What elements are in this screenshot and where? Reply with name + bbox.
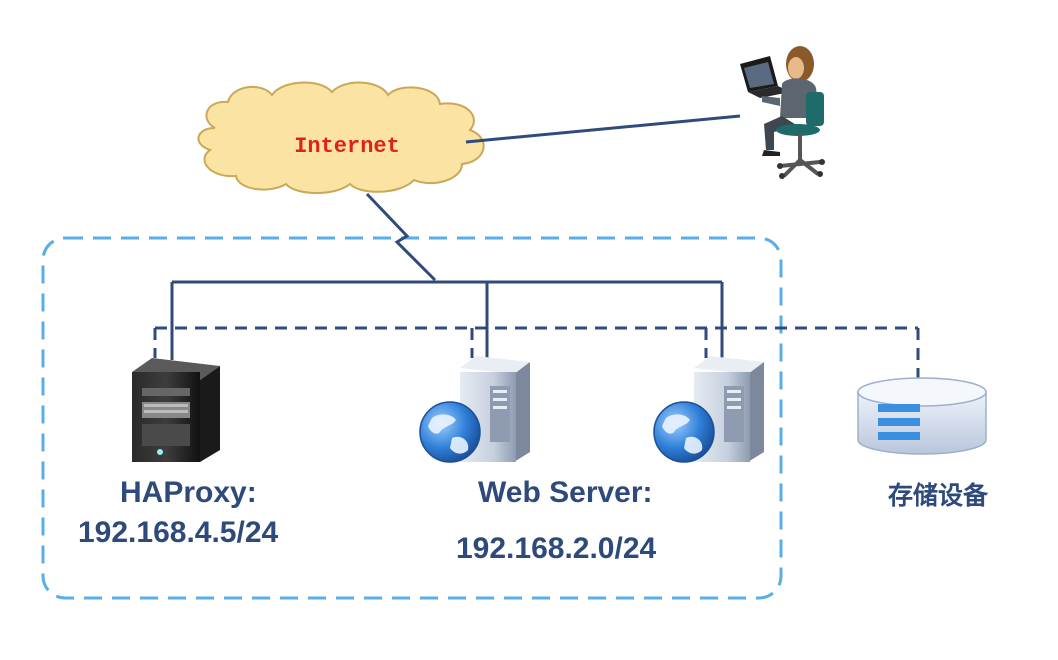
- webserver-ip-label: 192.168.2.0/24: [456, 532, 657, 565]
- haproxy-server-icon: [132, 358, 220, 462]
- wan-link: [365, 192, 437, 282]
- storage-bus: [153, 326, 920, 378]
- internet-user-link: [465, 114, 741, 144]
- webserver-name-label: Web Server:: [478, 476, 653, 509]
- web-server-2-icon: [653, 356, 764, 463]
- storage-device-icon: [857, 377, 987, 455]
- internet-cloud: [197, 81, 485, 194]
- haproxy-name-label: HAProxy:: [120, 476, 257, 509]
- lan-boundary-box: [41, 236, 783, 600]
- internet-label: Internet: [294, 134, 400, 159]
- lan-bus: [170, 280, 724, 362]
- web-server-1-icon: [419, 356, 530, 463]
- user-laptop-icon: [740, 46, 825, 179]
- haproxy-ip-label: 192.168.4.5/24: [78, 516, 279, 549]
- storage-label: 存储设备: [888, 481, 989, 510]
